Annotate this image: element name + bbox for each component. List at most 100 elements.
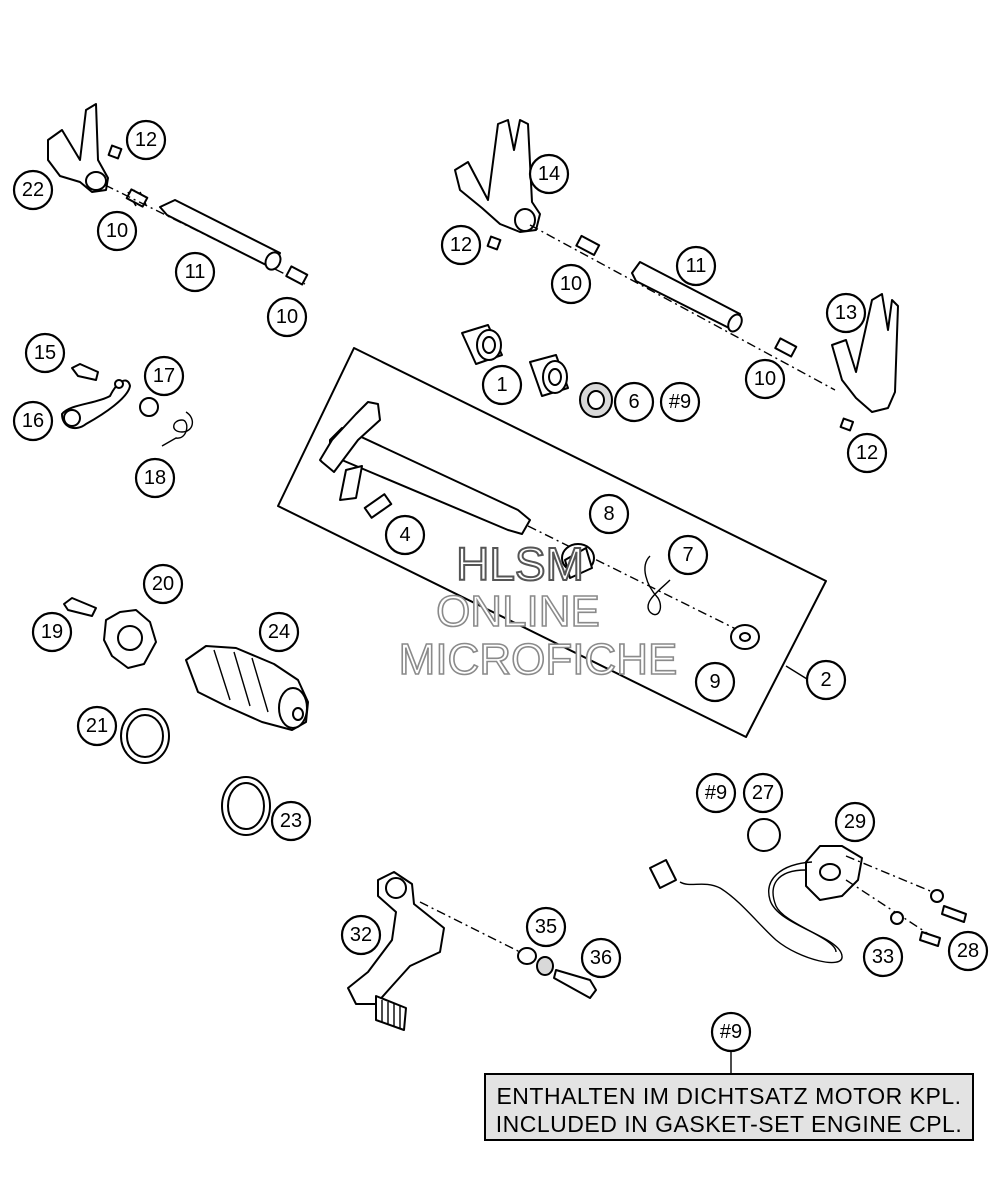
callout-label: 10 [276, 306, 298, 328]
callout-16[interactable]: 16 [12, 400, 54, 442]
spring-10-center [575, 234, 601, 256]
callout-12-b[interactable]: 12 [440, 224, 482, 266]
callout-28[interactable]: 28 [947, 930, 989, 972]
callout-label: 8 [603, 503, 614, 525]
pin-12-center [486, 235, 502, 251]
callout-7[interactable]: 7 [667, 534, 709, 576]
callout-12-a[interactable]: 12 [125, 119, 167, 161]
callout-label: 13 [835, 302, 857, 324]
callout-label: #9 [705, 782, 727, 804]
callout-label: 6 [628, 391, 639, 413]
callout-22[interactable]: 22 [12, 169, 54, 211]
spring-7 [644, 555, 671, 616]
callout-label: 1 [496, 374, 507, 396]
shift-fork-22 [47, 103, 109, 193]
callout-13[interactable]: 13 [825, 292, 867, 334]
callout-10-c[interactable]: 10 [550, 263, 592, 305]
callout-9-c[interactable]: #9 [695, 772, 737, 814]
callout-label: #9 [669, 391, 691, 413]
callout-2[interactable]: 2 [805, 659, 847, 701]
screw-36 [553, 969, 597, 999]
gear-position-sensor-assembly [649, 818, 967, 964]
callout-label: 10 [106, 220, 128, 242]
shift-lever-32 [347, 871, 445, 1005]
shift-fork-center-assembly [454, 119, 836, 391]
screw-19 [63, 597, 97, 617]
callout-4[interactable]: 4 [384, 514, 426, 556]
torsion-spring-18 [161, 411, 193, 447]
callout-10-b[interactable]: 10 [266, 296, 308, 338]
callout-24[interactable]: 24 [258, 611, 300, 653]
callout-label: 2 [820, 669, 831, 691]
watermark-line2: ONLINE [436, 587, 600, 636]
callout-9-d[interactable]: #9 [710, 1011, 752, 1053]
seal-ring-6 [579, 382, 613, 418]
callout-6[interactable]: 6 [613, 381, 655, 423]
sleeve-17 [139, 397, 159, 417]
callout-leaders [730, 665, 808, 1075]
callout-label: 29 [844, 811, 866, 833]
callout-1[interactable]: 1 [481, 364, 523, 406]
callout-11-a[interactable]: 11 [174, 251, 216, 293]
callout-32[interactable]: 32 [340, 914, 382, 956]
callout-label: 28 [957, 940, 979, 962]
callout-9-b[interactable]: 9 [694, 661, 736, 703]
spring-10-upper-left [125, 188, 149, 208]
callout-label: 35 [535, 916, 557, 938]
callout-label: 19 [41, 621, 63, 643]
callout-label: 32 [350, 924, 372, 946]
callout-label: 20 [152, 573, 174, 595]
callout-10-a[interactable]: 10 [96, 210, 138, 252]
callout-11-b[interactable]: 11 [675, 245, 717, 287]
callout-label: 12 [450, 234, 472, 256]
callout-label: 27 [752, 782, 774, 804]
fork-14-bore [514, 208, 536, 232]
callout-label: 14 [538, 163, 560, 185]
callout-label: 18 [144, 467, 166, 489]
callout-label: 15 [34, 342, 56, 364]
callout-label: 12 [135, 129, 157, 151]
callout-label: 24 [268, 621, 290, 643]
callout-8[interactable]: 8 [588, 493, 630, 535]
shift-shaft-4-kit [319, 401, 760, 650]
o-ring-27 [747, 818, 781, 852]
shift-drum-assembly [63, 597, 309, 836]
callout-label: 11 [686, 255, 707, 277]
callout-12-c[interactable]: 12 [846, 432, 888, 474]
shift-shaft-lever [319, 401, 381, 473]
callout-15[interactable]: 15 [24, 332, 66, 374]
washer-35 [517, 947, 537, 965]
callout-17[interactable]: 17 [143, 355, 185, 397]
callout-label: 21 [86, 715, 108, 737]
watermark-line3: MICROFICHE [399, 635, 678, 684]
spring-10-right [774, 337, 798, 358]
callout-23[interactable]: 23 [270, 800, 312, 842]
callout-27[interactable]: 27 [742, 772, 784, 814]
pin-12-right [839, 417, 855, 432]
shift-lever-assembly [347, 871, 597, 1031]
needle-bearings-1 [461, 324, 569, 397]
shift-fork-left-assembly [47, 103, 309, 286]
callout-14[interactable]: 14 [528, 153, 570, 195]
screw-28-lower [919, 931, 941, 947]
callout-label: 16 [22, 410, 44, 432]
spring-10-lower-left [285, 265, 309, 286]
callout-10-d[interactable]: 10 [744, 358, 786, 400]
callout-36[interactable]: 36 [580, 937, 622, 979]
callout-21[interactable]: 21 [76, 705, 118, 747]
callout-label: 23 [280, 810, 302, 832]
callout-label: 10 [754, 368, 776, 390]
callout-19[interactable]: 19 [31, 611, 73, 653]
watermark: HLSM ONLINE MICROFICHE [398, 537, 678, 685]
callout-label: 12 [856, 442, 878, 464]
callout-35[interactable]: 35 [525, 906, 567, 948]
shaft-11-left [159, 199, 281, 269]
callout-label: 9 [709, 671, 720, 693]
callout-9-a[interactable]: #9 [659, 381, 701, 423]
callout-33[interactable]: 33 [862, 936, 904, 978]
sensor-connector [649, 859, 677, 889]
callout-20[interactable]: 20 [142, 563, 184, 605]
callout-18[interactable]: 18 [134, 457, 176, 499]
watermark-line1: HLSM [456, 538, 584, 590]
callout-29[interactable]: 29 [834, 801, 876, 843]
